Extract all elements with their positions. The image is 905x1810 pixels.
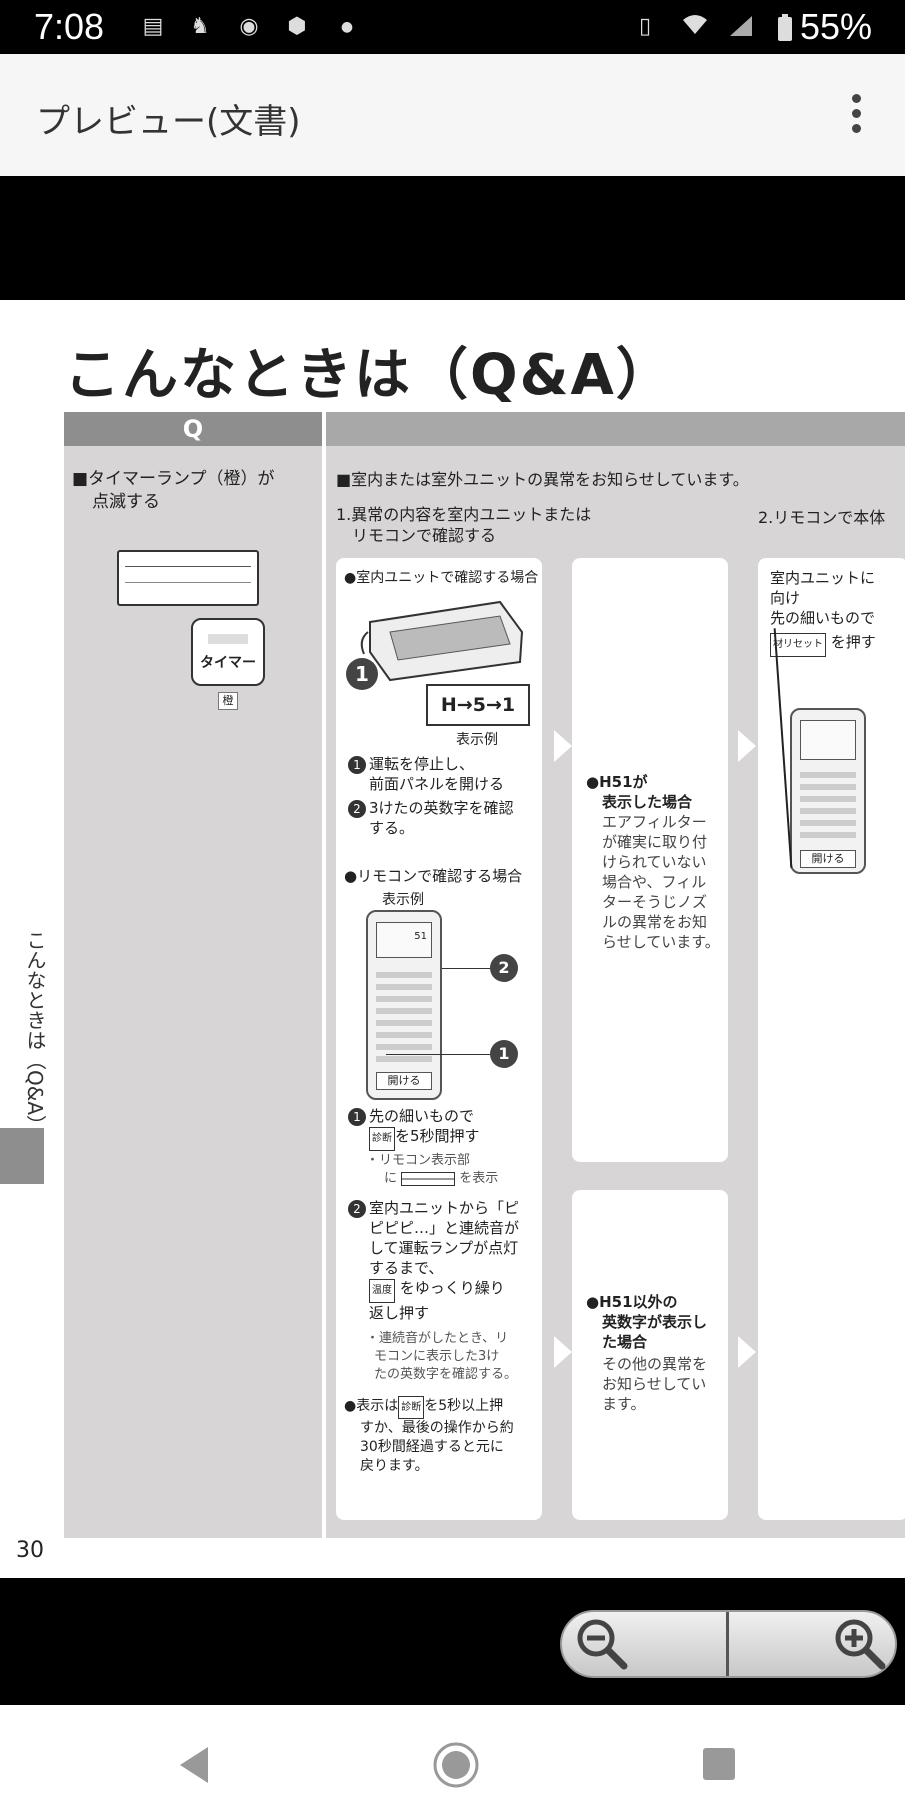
wifi-icon — [682, 14, 708, 40]
column-divider — [322, 412, 326, 1538]
recents-icon[interactable] — [702, 1747, 736, 1781]
flow-arrow — [554, 1336, 572, 1368]
remote-note-2: ・連続音がしたとき、リ モコンに表示した3け たの英数字を確認する。 — [366, 1331, 518, 1382]
remote-heading: ●リモコンで確認する場合 — [344, 867, 523, 885]
other-codes-heading: ●H51以外の 英数字が表示し た場合 — [586, 1293, 708, 1351]
remote-card: 室内ユニットに 向け 先の細いもので 材リセット を押す 開ける — [758, 558, 905, 1520]
remote-marker-1: 1 — [490, 1040, 518, 1068]
a-header — [326, 412, 905, 446]
battery-percent: 55% — [800, 6, 873, 47]
aircon-illustration — [117, 550, 259, 606]
temp-button: 温度 — [369, 1279, 395, 1303]
indoor-unit-illustration — [360, 600, 524, 682]
dash-display — [401, 1171, 456, 1186]
viewer-top-margin — [0, 176, 905, 300]
app-bar: プレビュー(文書) — [0, 54, 905, 176]
orange-label: 橙 — [218, 692, 238, 710]
vibrate-icon: ▯ — [638, 14, 652, 39]
zoom-out-icon[interactable] — [572, 1614, 632, 1674]
zoom-in-icon[interactable] — [830, 1614, 890, 1674]
alert-icon: ⬢ — [287, 14, 307, 39]
indoor-heading: ●室内ユニットで確認する場合 — [344, 570, 539, 586]
timer-lamp-illustration: タイマー — [191, 618, 265, 686]
flow-arrow — [738, 730, 756, 762]
final-note: ●表示は診断を5秒以上押 すか、最後の操作から約 30秒間経過すると元に 戻りま… — [344, 1396, 514, 1474]
timer-label: タイマー — [200, 655, 256, 671]
navigation-bar — [0, 1705, 905, 1810]
step-marker-1: 1 — [346, 658, 378, 690]
remote-card-text: 室内ユニットに 向け 先の細いもので 材リセット を押す — [770, 568, 905, 657]
question-line-2: 点滅する — [92, 492, 160, 512]
diag-button-inline: 診断 — [398, 1396, 425, 1419]
remote-marker-2: 2 — [490, 954, 518, 982]
signal-icon — [728, 14, 754, 40]
remote-open-label-2: 開ける — [800, 850, 856, 868]
display-example: 表示例 — [456, 732, 498, 748]
other-codes-body: その他の異常を お知らせしてい ます。 — [602, 1355, 708, 1413]
status-bar: 7:08 ▤ ♞ ◉ ⬢ ● ▯ 55% — [0, 0, 905, 54]
document-title: こんなときは（Q&A） — [64, 343, 674, 408]
flow-arrow — [738, 1336, 756, 1368]
flow-arrow — [554, 730, 572, 762]
question-column — [64, 446, 322, 1538]
notes-icon: ▤ — [142, 14, 164, 39]
remote-screen: 51 — [376, 922, 432, 958]
remote-display-example: 表示例 — [382, 892, 424, 908]
step2-heading: 2.リモコンで本体 — [758, 508, 886, 527]
question-line-1: ■タイマーランプ（橙）が — [72, 469, 275, 489]
cast-icon: ◉ — [239, 14, 259, 39]
step1-line-2: リモコンで確認する — [352, 526, 497, 545]
app-title: プレビュー(文書) — [36, 102, 301, 142]
dot-icon: ● — [340, 19, 354, 35]
more-vert-icon[interactable] — [840, 90, 872, 138]
h51-card: ●H51が 表示した場合 エアフィルター が確実に取り付 けられていない 場合や… — [572, 558, 728, 1162]
question-text: ■タイマーランプ（橙）が 点滅する — [72, 468, 312, 514]
step1-line-1: 1.異常の内容を室内ユニットまたは — [336, 505, 592, 524]
other-codes-card: ●H51以外の 英数字が表示し た場合 その他の異常を お知らせしてい ます。 — [572, 1190, 728, 1520]
q-header: Q — [64, 412, 322, 446]
battery-icon — [772, 14, 798, 41]
page-number: 30 — [16, 1538, 44, 1563]
remote-illustration: 51 開ける — [366, 910, 442, 1100]
home-icon[interactable] — [432, 1741, 480, 1789]
h51-heading: ●H51が 表示した場合 — [586, 773, 693, 811]
reset-button: 材リセット — [770, 633, 826, 657]
back-icon[interactable] — [176, 1745, 212, 1785]
step1-heading: 1.異常の内容を室内ユニットまたは リモコンで確認する — [336, 504, 591, 546]
side-tab — [0, 1128, 44, 1184]
status-time: 7:08 — [34, 6, 105, 47]
cat-icon: ♞ — [190, 14, 210, 39]
remote-open-label: 開ける — [376, 1072, 432, 1090]
display-code: H→5→1 — [426, 684, 530, 726]
document-page: こんなときは（Q&A） Q ■タイマーランプ（橙）が 点滅する タイマー 橙 ■… — [0, 300, 905, 1578]
zoom-separator — [726, 1612, 729, 1676]
remote-note-1: ・リモコン表示部 に を表示 — [366, 1153, 499, 1186]
diag-button: 診断 — [369, 1127, 395, 1151]
remote-illustration-2: 開ける — [790, 708, 866, 874]
h51-body: エアフィルター が確実に取り付 けられていない 場合や、フィル ターそうじノズ … — [602, 813, 720, 951]
answer-intro: ■室内または室外ユニットの異常をお知らせしています。 — [336, 470, 749, 489]
side-label: こんなときは（Q&A） — [23, 930, 47, 1136]
